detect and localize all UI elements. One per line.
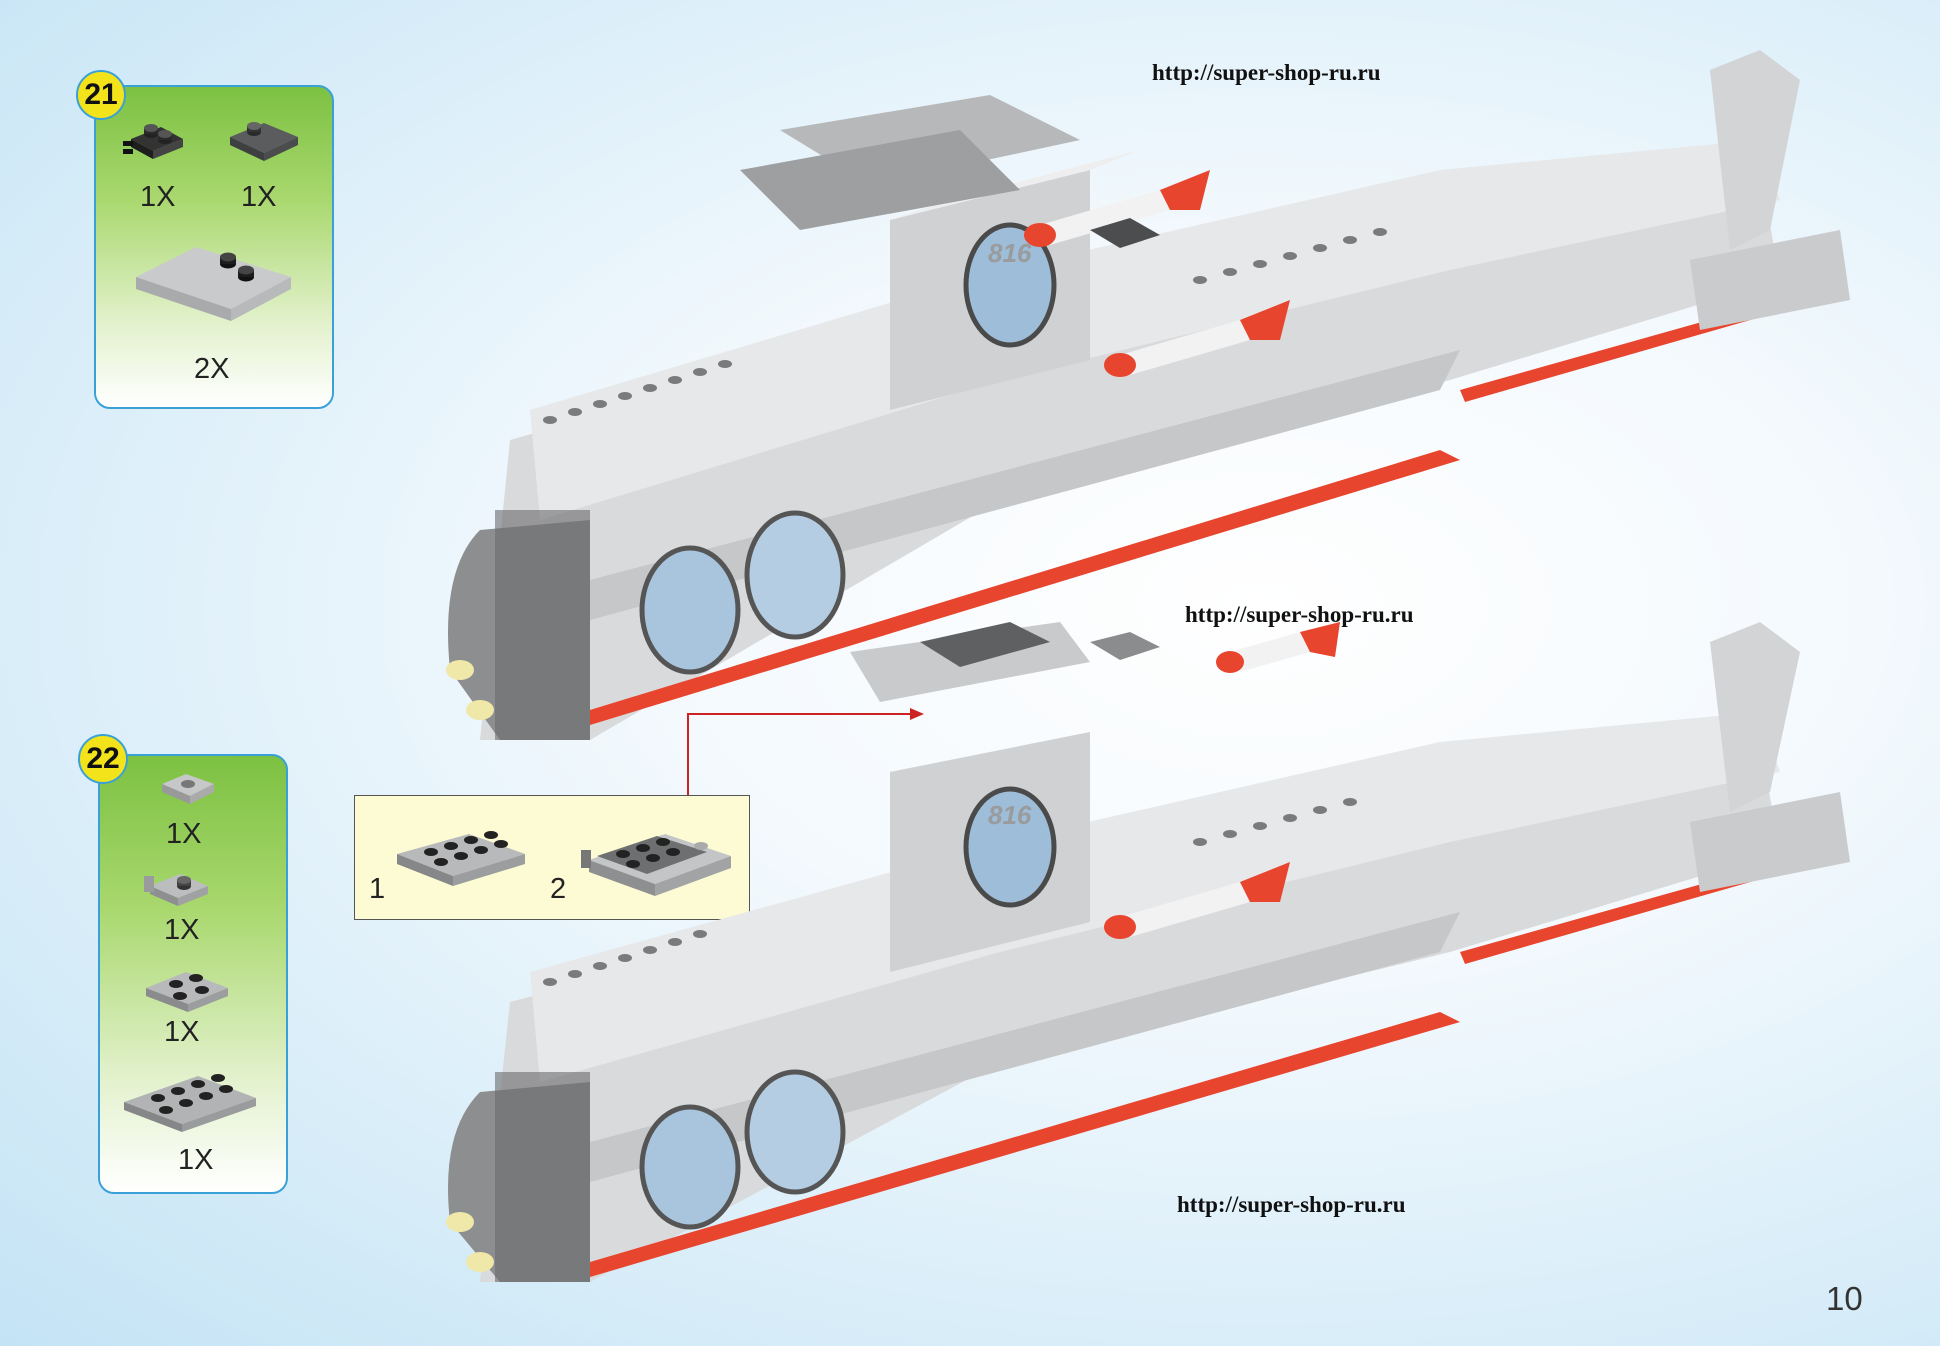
step-22-parts-panel: 1X 1X 1X 1X — [98, 754, 288, 1194]
watermark-text-middle: http://super-shop-ru.ru — [1185, 602, 1414, 627]
callout-plate-2x4-icon — [397, 831, 525, 886]
submarine-model-step-22: 816 — [446, 622, 1850, 1282]
step-22-number-badge: 22 — [78, 734, 128, 784]
watermark-text-bottom: http://super-shop-ru.ru — [1177, 1192, 1406, 1217]
hull-number-text: 816 — [988, 238, 1032, 268]
brick-large-slope-icon — [136, 247, 291, 321]
sub-assembly-callout: 1 2 — [354, 795, 750, 920]
brick-plate-2x2-icon — [146, 972, 228, 1012]
brick-plate-2x4-icon — [124, 1074, 256, 1132]
brick-plate-clip-icon — [144, 874, 208, 906]
callout-assembled-plate-icon — [581, 834, 731, 896]
hull-number-text-2: 816 — [988, 800, 1032, 830]
step-22-quantity-1: 1X — [166, 818, 202, 850]
step-21-number-badge: 21 — [76, 70, 126, 120]
brick-curved-slope-icon — [230, 122, 298, 161]
step-21-quantity-3: 2X — [194, 353, 230, 385]
submarine-model-step-21: 816 — [446, 50, 1850, 740]
brick-tile-1x1-clip-icon — [162, 774, 214, 804]
step-22-quantity-2: 1X — [164, 914, 200, 946]
step-21-parts-panel: 1X 1X 2X — [94, 85, 334, 409]
page-number: 10 — [1826, 1280, 1863, 1317]
step-21-quantity-1: 1X — [140, 181, 176, 213]
callout-step-2-label: 2 — [550, 873, 567, 905]
step-22-quantity-4: 1X — [178, 1144, 214, 1176]
brick-clip-plate-icon — [123, 124, 183, 159]
step-22-quantity-3: 1X — [164, 1016, 200, 1048]
callout-step-1-label: 1 — [369, 873, 386, 905]
watermark-text-top: http://super-shop-ru.ru — [1152, 60, 1381, 85]
step-21-quantity-2: 1X — [241, 181, 277, 213]
